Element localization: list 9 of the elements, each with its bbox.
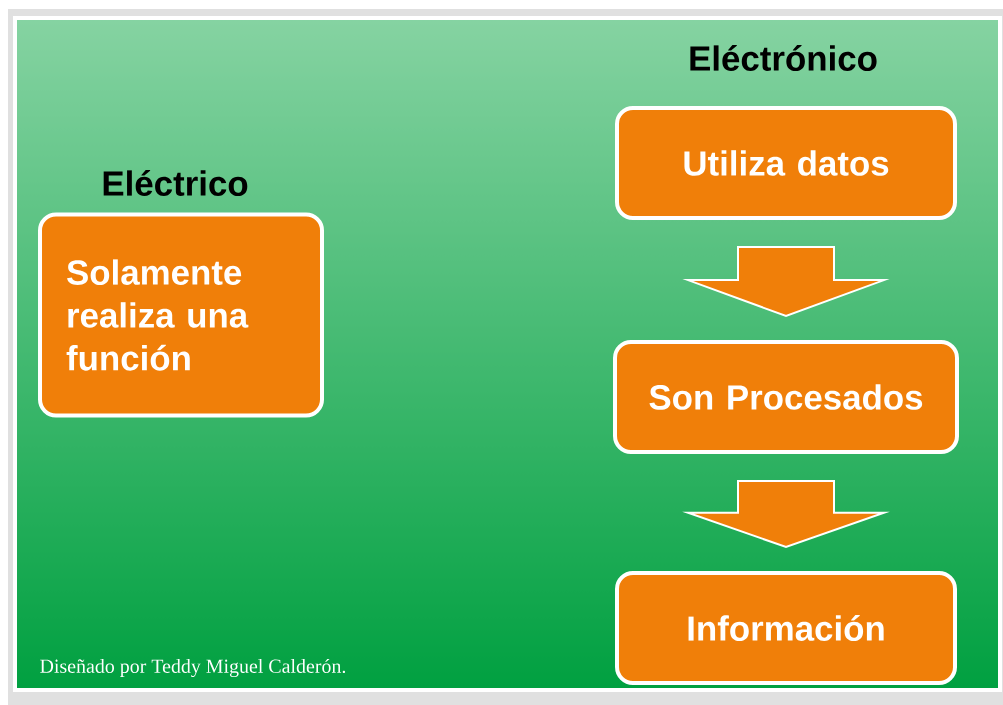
credit-text: Diseñado por Teddy Miguel Calderón. — [40, 658, 346, 678]
heading: Eléctrico — [103, 170, 248, 196]
block-arrow — [682, 480, 890, 549]
block-arrow — [682, 246, 890, 318]
heading: Eléctrónico — [690, 45, 877, 71]
process-box: Utiliza datos — [615, 106, 957, 220]
process-box: Solamente realiza una función — [38, 212, 324, 418]
process-box: Son Procesados — [613, 340, 959, 454]
process-box: Información — [615, 571, 957, 685]
